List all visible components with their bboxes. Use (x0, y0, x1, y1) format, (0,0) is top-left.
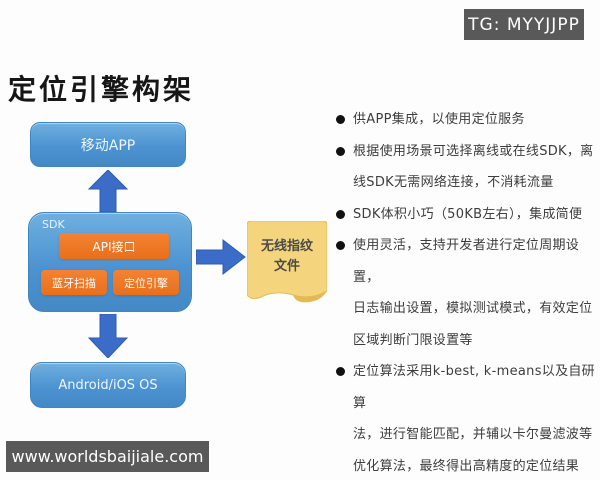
bullet-dot-icon (336, 209, 345, 219)
page-title: 定位引擎构架 (8, 73, 195, 106)
list-item-text: 使用灵活，支持开发者进行定位周期设置， 日志输出设置，模拟测试模式，有效定位 区… (353, 238, 593, 348)
arrow-up-icon (87, 169, 129, 216)
tg-badge: TG: MYYJJPP (464, 9, 584, 40)
bluetooth-scan-box: 蓝牙扫描 (41, 270, 107, 295)
list-item: SDK体积小巧（50KB左右），集成简便 (336, 199, 598, 231)
footer-url-bar: www.worldsbaijiale.com (6, 441, 209, 472)
bullet-dot-icon (336, 146, 345, 156)
mobile-app-box: 移动APP (30, 122, 186, 167)
android-ios-label: Android/iOS OS (58, 377, 158, 393)
mobile-app-label: 移动APP (80, 137, 136, 154)
positioning-engine-box: 定位引擎 (113, 270, 179, 295)
arrow-right-icon (195, 237, 246, 281)
api-interface-label: API接口 (92, 239, 136, 254)
sticky-note-shape (246, 220, 328, 303)
tg-badge-text: TG: MYYJJPP (468, 14, 580, 35)
feature-list: 供APP集成，以使用定位服务 根据使用场景可选择离线或在线SDK，离 线SDK无… (336, 104, 598, 482)
arrow-down-icon (87, 313, 129, 362)
sdk-box: SDK API接口 蓝牙扫描 定位引擎 (28, 212, 192, 312)
positioning-engine-label: 定位引擎 (124, 276, 168, 290)
list-item-text: 供APP集成，以使用定位服务 (353, 112, 525, 127)
list-item-text: 定位算法采用k-best, k-means以及自研算 法，进行智能匹配，并辅以卡… (353, 364, 595, 474)
list-item-text: SDK体积小巧（50KB左右），集成简便 (353, 206, 583, 222)
bullet-dot-icon (336, 115, 345, 124)
bullet-dot-icon (336, 367, 345, 376)
sticky-note-label: 无线指纹 文件 (260, 239, 313, 274)
list-item-text: 根据使用场景可选择离线或在线SDK，离 线SDK无需网络连接，不消耗流量 (353, 143, 594, 191)
list-item: 供APP集成，以使用定位服务 (336, 104, 598, 136)
footer-url-text: www.worldsbaijiale.com (11, 447, 204, 466)
api-interface-box: API接口 (59, 233, 169, 259)
bluetooth-scan-label: 蓝牙扫描 (52, 276, 96, 290)
bullet-dot-icon (336, 241, 345, 250)
list-item: 使用灵活，支持开发者进行定位周期设置， 日志输出设置，模拟测试模式，有效定位 区… (336, 230, 598, 356)
sdk-label: SDK (42, 218, 65, 231)
android-ios-box: Android/iOS OS (30, 362, 186, 408)
list-item: 根据使用场景可选择离线或在线SDK，离 线SDK无需网络连接，不消耗流量 (336, 136, 598, 199)
list-item: 定位算法采用k-best, k-means以及自研算 法，进行智能匹配，并辅以卡… (336, 356, 598, 482)
sticky-note: 无线指纹 文件 (246, 220, 328, 307)
